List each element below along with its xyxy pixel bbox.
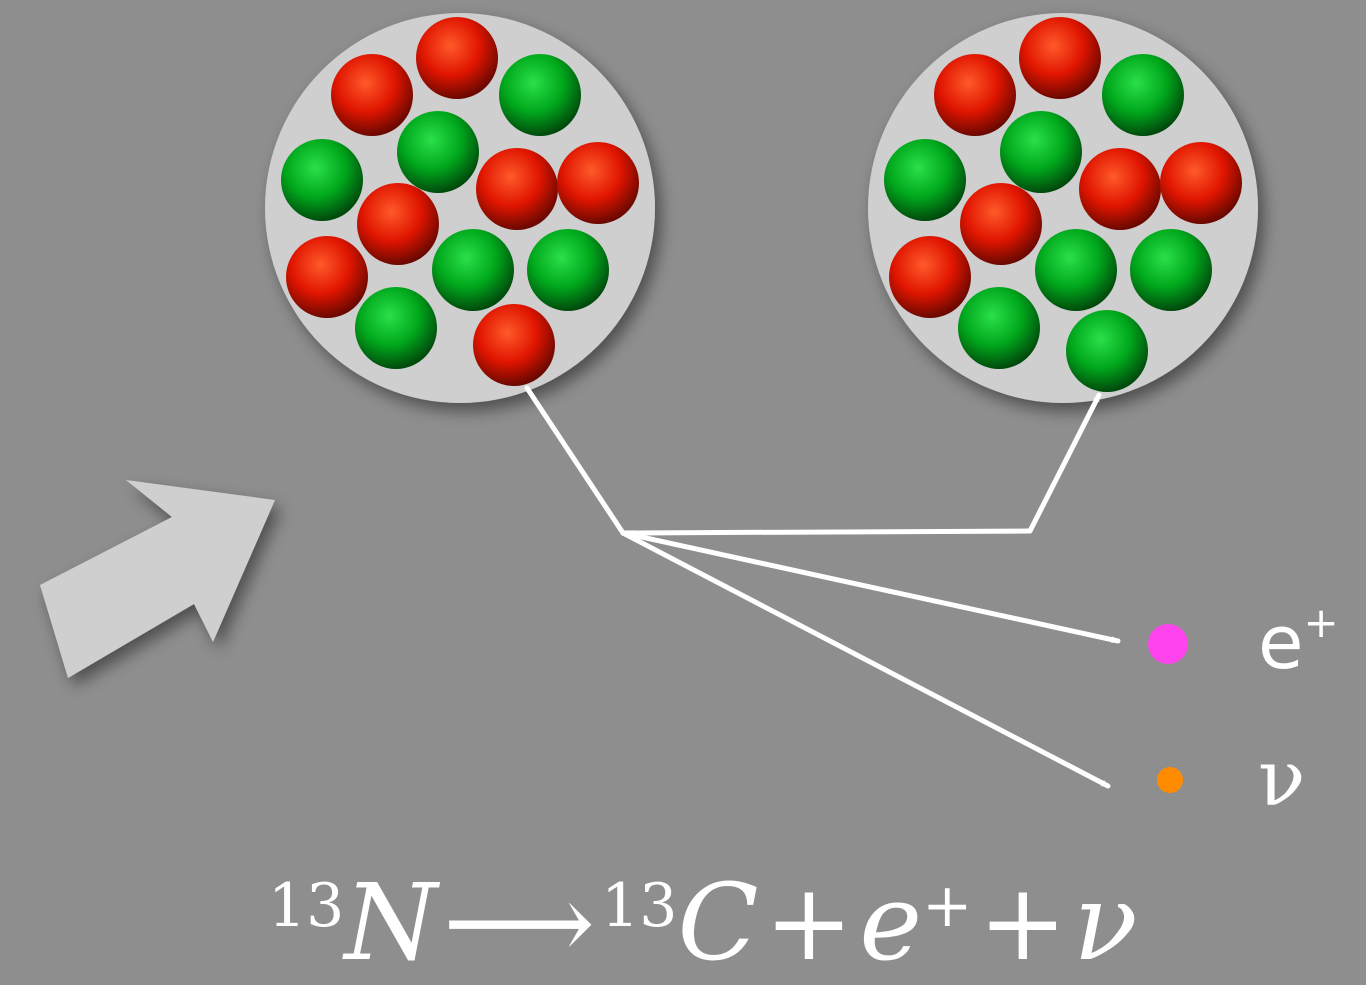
- nucleus-nitrogen-13: [265, 13, 655, 403]
- incoming-arrow-icon: [40, 480, 275, 678]
- decay-arrows: [524, 385, 1121, 789]
- plus-sign-2: +: [978, 861, 1068, 984]
- neutrino-label: ν: [1258, 734, 1306, 824]
- positron-arrow: [620, 530, 1121, 644]
- positron-dot: [1148, 624, 1188, 664]
- neutrino-symbol: ν: [1073, 861, 1138, 984]
- positron-charge: +: [922, 871, 973, 941]
- decay-equation: 13N⟶13C+e++ν: [268, 870, 1138, 976]
- plus-sign-1: +: [764, 861, 854, 984]
- neutron-sphere: [281, 139, 363, 221]
- neutron-sphere: [958, 287, 1040, 369]
- neutron-sphere: [499, 54, 581, 136]
- neutron-sphere: [884, 139, 966, 221]
- proton-sphere: [557, 142, 639, 224]
- proton-sphere: [476, 148, 558, 230]
- proton-sphere: [1160, 142, 1242, 224]
- proton-sphere: [1079, 148, 1161, 230]
- decay-path-line: [524, 385, 1033, 536]
- reactant-symbol: N: [344, 861, 438, 984]
- reactant-mass-number: 13: [268, 871, 345, 941]
- proton-sphere: [331, 54, 413, 136]
- neutron-sphere: [1000, 111, 1082, 193]
- recoil-arrow: [1027, 392, 1102, 534]
- neutrino-arrow: [620, 530, 1111, 789]
- proton-sphere: [1019, 17, 1101, 99]
- proton-sphere: [286, 236, 368, 318]
- proton-sphere: [473, 304, 555, 386]
- neutron-sphere: [397, 111, 479, 193]
- neutron-sphere: [1035, 229, 1117, 311]
- proton-sphere: [889, 236, 971, 318]
- product-symbol: C: [677, 861, 759, 984]
- reaction-arrow: ⟶: [443, 861, 596, 984]
- nucleus-carbon-13: [868, 13, 1258, 403]
- neutron-sphere: [1066, 310, 1148, 392]
- positron-symbol: e: [859, 861, 923, 984]
- positron-label: e+: [1258, 602, 1339, 681]
- proton-sphere: [357, 183, 439, 265]
- neutron-sphere: [355, 287, 437, 369]
- proton-sphere: [416, 17, 498, 99]
- neutron-sphere: [432, 229, 514, 311]
- proton-sphere: [934, 54, 1016, 136]
- product-mass-number: 13: [601, 871, 678, 941]
- neutron-sphere: [1102, 54, 1184, 136]
- positron-label-base: e: [1258, 600, 1304, 686]
- neutrino-dot: [1157, 767, 1183, 793]
- proton-sphere: [960, 183, 1042, 265]
- neutron-sphere: [1130, 229, 1212, 311]
- neutron-sphere: [527, 229, 609, 311]
- positron-label-charge: +: [1303, 598, 1339, 647]
